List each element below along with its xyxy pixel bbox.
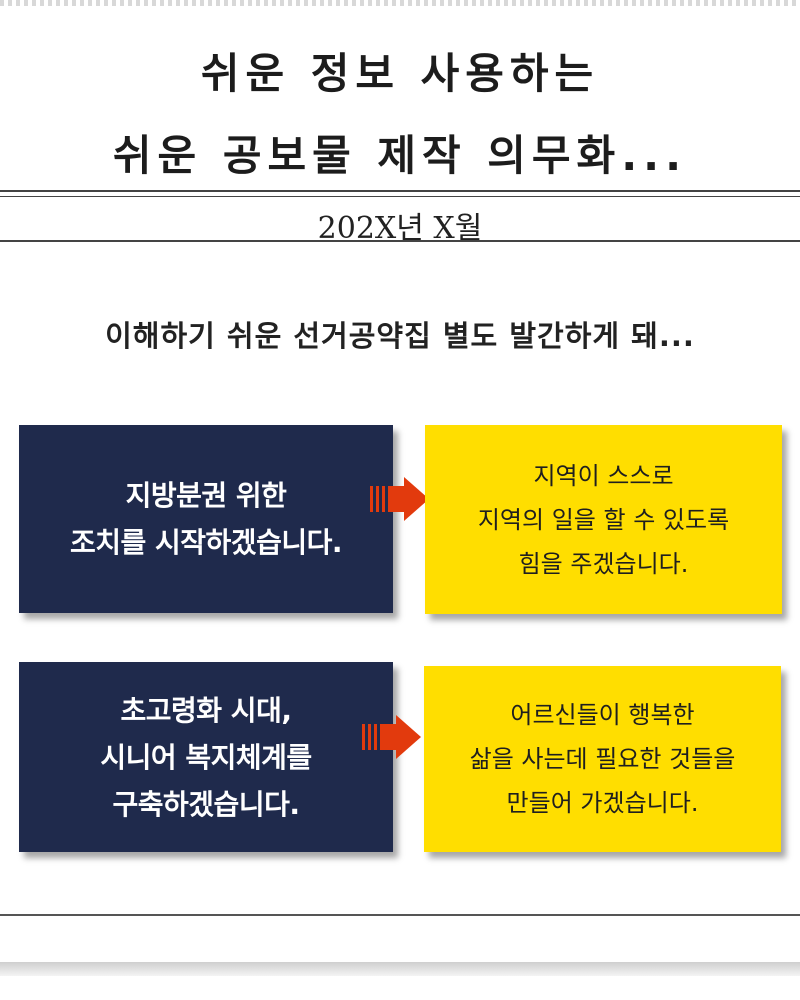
- effect-2-line-2: 삶을 사는데 필요한 것들을: [469, 745, 736, 773]
- arrow-right-icon: [362, 715, 421, 759]
- policy-box-2: 초고령화 시대, 시니어 복지체계를 구축하겠습니다.: [19, 662, 393, 852]
- footer-rule: [0, 914, 800, 916]
- policy-2-line-2: 시니어 복지체계를: [100, 740, 312, 774]
- title-line-2: 쉬운 공보물 제작 의무화...: [112, 131, 688, 180]
- effect-box-2: 어르신들이 행복한 삶을 사는데 필요한 것들을 만들어 가겠습니다.: [424, 666, 781, 852]
- effect-box-1: 지역이 스스로 지역의 일을 할 수 있도록 힘을 주겠습니다.: [425, 425, 782, 614]
- title-line-1: 쉬운 정보 사용하는: [200, 49, 600, 98]
- header-rule-top-thin: [0, 196, 800, 197]
- effect-2-line-3: 만들어 가겠습니다.: [506, 789, 699, 817]
- header-rule-bottom: [0, 240, 800, 242]
- arrow-right-icon: [370, 477, 429, 521]
- effect-1-line-3: 힘을 주겠습니다.: [518, 549, 689, 578]
- effect-1-line-1: 지역이 스스로: [533, 461, 674, 490]
- effect-2-line-1: 어르신들이 행복한: [510, 701, 695, 729]
- policy-box-1: 지방분권 위한 조치를 시작하겠습니다.: [19, 425, 393, 613]
- effect-1-line-2: 지역의 일을 할 수 있도록: [477, 505, 730, 534]
- subtitle: 이해하기 쉬운 선거공약집 별도 발간하게 돼...: [105, 319, 695, 353]
- policy-1-line-1: 지방분권 위한: [125, 479, 287, 512]
- policy-2-line-1: 초고령화 시대,: [120, 693, 292, 727]
- policy-1-line-2: 조치를 시작하겠습니다.: [70, 526, 343, 559]
- policy-2-line-3: 구축하겠습니다.: [112, 787, 300, 821]
- decorative-top-border: [0, 0, 800, 6]
- page-bottom-shadow: [0, 962, 800, 976]
- header-rule-top: [0, 190, 800, 192]
